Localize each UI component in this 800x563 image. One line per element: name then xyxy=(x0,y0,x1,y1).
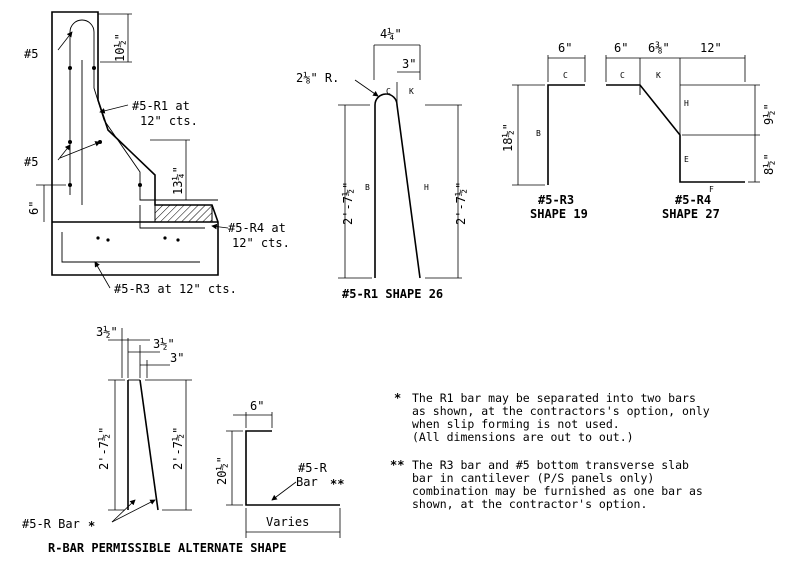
r4-caption-2: SHAPE 27 xyxy=(662,207,720,221)
r4-label-h: H xyxy=(684,99,689,108)
r3-caption-2: SHAPE 19 xyxy=(530,207,588,221)
r1-callout-line2: 12" cts. xyxy=(140,114,198,128)
r1-bar-outline xyxy=(374,93,421,279)
r1-dim-h-length: 2'-7½" xyxy=(454,182,468,225)
r3-shape xyxy=(512,55,586,186)
r4-bar xyxy=(139,205,205,229)
r4-dim-9-5: 9½" xyxy=(762,103,776,125)
alt-dim-3: 3" xyxy=(170,351,184,365)
r4-callout-line1: #5-R4 at xyxy=(228,221,286,235)
note2-star: ** xyxy=(390,458,404,472)
alt-dim-varies: Varies xyxy=(266,515,309,529)
r3-dim-6: 6" xyxy=(558,41,572,55)
note2-line2: bar in cantilever (P/S panels only) xyxy=(412,471,654,485)
r3-dim-18: 18½" xyxy=(501,123,515,152)
r4-dim-12: 12" xyxy=(700,41,722,55)
r1-label-h: H xyxy=(424,183,429,192)
alt-bent-bar xyxy=(245,430,340,506)
alt-caption: R-BAR PERMISSIBLE ALTERNATE SHAPE xyxy=(48,541,286,555)
dim-6: 6" xyxy=(27,201,41,215)
alt-bar-right xyxy=(139,379,159,511)
alt-rbar-star: * xyxy=(88,519,95,533)
barrier-call-mid: #5 xyxy=(24,155,38,169)
dim-13-25: 13¼" xyxy=(171,166,185,195)
r4-dim-6-3-8: 6⅜" xyxy=(648,41,670,55)
alt-dim-left: 2'-7½" xyxy=(97,427,111,470)
r3-bar-outline xyxy=(547,84,585,185)
r1-dim-b-length: 2'-7½" xyxy=(341,182,355,225)
r4-label-c: C xyxy=(620,71,625,80)
r1-shape xyxy=(338,44,462,279)
r3-caption-1: #5-R3 xyxy=(538,193,574,207)
r3-label-b: B xyxy=(536,129,541,138)
notes: * The R1 bar may be separated into two b… xyxy=(390,391,710,511)
r3-callout: #5-R3 at 12" cts. xyxy=(114,282,237,296)
note1-line4: (All dimensions are out to out.) xyxy=(412,430,634,444)
overlay-hatch xyxy=(154,204,213,223)
barrier-call-top: #5 xyxy=(24,47,38,61)
alt-r-callout-star: ** xyxy=(330,477,344,491)
r4-bar-outline xyxy=(606,84,745,183)
r4-label-k: K xyxy=(656,71,661,80)
r4-label-f: F xyxy=(709,185,714,194)
r1-dim-radius: 2⅛" R. xyxy=(296,71,339,85)
alt-dim-20: 20½" xyxy=(215,456,229,485)
r4-dim-6: 6" xyxy=(614,41,628,55)
alt-dim-right: 2'-7½" xyxy=(171,427,185,470)
alt-rbar xyxy=(108,328,341,538)
r1-callout-line1: #5-R1 at xyxy=(132,99,190,113)
r4-shape xyxy=(605,55,760,183)
note2-line1: The R3 bar and #5 bottom transverse slab xyxy=(412,458,689,472)
r1-label-c: C xyxy=(386,87,391,96)
note1-line3: when slip forming is not used. xyxy=(412,417,620,431)
barrier-section xyxy=(36,11,229,289)
note1-star: * xyxy=(394,391,401,405)
alt-dim-3-5a: 3½" xyxy=(96,325,118,339)
alt-dim-6: 6" xyxy=(250,399,264,413)
r4-caption-1: #5-R4 xyxy=(675,193,711,207)
note1-line2: as shown, at the contractors's option, o… xyxy=(412,404,710,418)
barrier-outline xyxy=(51,11,219,276)
note2-line3: combination may be furnished as one bar … xyxy=(412,484,703,498)
r1-dim-3: 3" xyxy=(402,57,416,71)
note1-line1: The R1 bar may be separated into two bar… xyxy=(412,391,696,405)
alt-r-callout-1: #5-R xyxy=(298,461,328,475)
alt-rbar-label: #5-R Bar xyxy=(22,517,80,531)
alt-dim-3-5b: 3½" xyxy=(153,337,175,351)
r1-caption: #5-R1 SHAPE 26 xyxy=(342,287,443,301)
r3-bar xyxy=(61,232,200,263)
dim-10-5: 10½" xyxy=(113,33,127,62)
r4-callout-line2: 12" cts. xyxy=(232,236,290,250)
r1-label-k: K xyxy=(409,87,414,96)
r4-label-e: E xyxy=(684,155,689,164)
r1-bar-loop xyxy=(69,19,218,201)
r1-label-b: B xyxy=(365,183,370,192)
r1-dim-width: 4¼" xyxy=(380,27,402,41)
alt-r-callout-2: Bar xyxy=(296,475,318,489)
r4-dim-8-5: 8½" xyxy=(762,153,776,175)
r3-label-c: C xyxy=(563,71,568,80)
note2-line4: shown, at the contractor's option. xyxy=(412,497,647,511)
